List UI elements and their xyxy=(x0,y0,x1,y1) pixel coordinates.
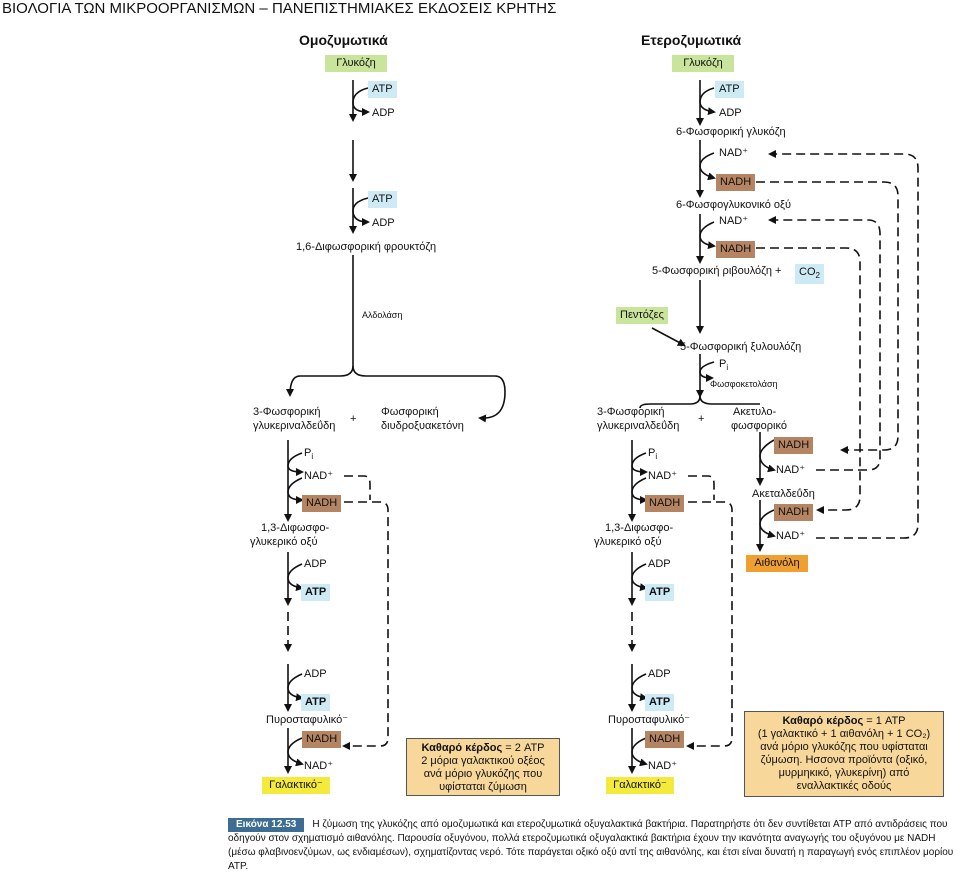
left-nad-1: NAD⁺ xyxy=(304,470,334,482)
right-atp-4: ATP xyxy=(645,694,675,711)
left-g3p-1: 3-Φωσφορική xyxy=(253,406,321,418)
right-pi-2: Pi xyxy=(648,447,658,462)
figure-label: Εικόνα 12.53 xyxy=(228,818,305,832)
homofermentative-title: Ομοζυμωτικά xyxy=(299,32,388,48)
left-dhap-1: Φωσφορική xyxy=(381,406,439,418)
right-co2: CO2 xyxy=(795,264,824,285)
left-fructose: 1,6-Διφωσφορική φρουκτόζη xyxy=(296,241,437,253)
right-nad-2: NAD⁺ xyxy=(719,215,749,227)
left-nadh-1: NADH xyxy=(302,495,342,512)
right-nad-5: NAD⁺ xyxy=(648,470,678,482)
caption-text: Η ζύμωση της γλυκόζης από ομοζυμωτικά κα… xyxy=(228,819,954,872)
left-lactate: Γαλακτικό⁻ xyxy=(262,777,330,794)
heterofermentative-title: Ετεροζυμωτικά xyxy=(641,32,742,48)
left-adp-3: ADP xyxy=(304,558,327,570)
right-nad-6: NAD⁺ xyxy=(648,760,678,772)
right-adp-1: ADP xyxy=(719,107,742,119)
right-xylulose: 5-Φωσφορική ξυλουλόζη xyxy=(680,341,802,353)
page-header: ΒΙΟΛΟΓΙΑ ΤΩΝ ΜΙΚΡΟΟΡΓΑΝΙΣΜΩΝ – ΠΑΝΕΠΙΣΤΗ… xyxy=(2,0,557,17)
right-nad-1: NAD⁺ xyxy=(719,147,749,159)
right-ribulose: 5-Φωσφορική ριβουλόζη + xyxy=(652,265,782,277)
right-adp-4: ADP xyxy=(648,668,671,680)
left-atp-2: ATP xyxy=(368,191,397,208)
aldolase-label: Αλδολάση xyxy=(362,310,403,320)
right-nadh-6: NADH xyxy=(645,731,685,748)
right-atp-3: ATP xyxy=(645,584,675,601)
right-acetaldehyde: Ακεταλδεΰδη xyxy=(752,488,815,500)
right-lactate: Γαλακτικό⁻ xyxy=(606,777,674,794)
right-nadh-5: NADH xyxy=(645,495,685,512)
right-nadh-2: NADH xyxy=(716,241,756,258)
right-g6p: 6-Φωσφορική γλυκόζη xyxy=(676,126,786,138)
left-glucose-box: Γλυκόζη xyxy=(325,55,387,72)
left-adp-2: ADP xyxy=(372,217,395,229)
right-g3p-1: 3-Φωσφορική xyxy=(597,406,665,418)
right-plus: + xyxy=(698,413,705,425)
right-nadh-1: NADH xyxy=(716,174,756,191)
phosphoketolase-label: Φωσφοκετολάση xyxy=(710,379,778,389)
right-pgluconate: 6-Φωσφογλυκονικό οξύ xyxy=(676,199,791,211)
right-atp-1: ATP xyxy=(715,81,744,98)
left-atp-3: ATP xyxy=(301,584,331,601)
right-pi: Pi xyxy=(719,358,729,373)
left-nadh-2: NADH xyxy=(302,731,342,748)
left-bpg-1: 1,3-Διφωσφο- xyxy=(261,522,330,534)
right-pentoses: Πεντόζες xyxy=(616,307,668,324)
right-nad-4: NAD⁺ xyxy=(776,530,806,542)
right-acetylp-1: Ακετυλο- xyxy=(733,406,777,418)
left-pi: Pi xyxy=(304,447,314,462)
left-adp-1: ADP xyxy=(372,107,395,119)
right-bpg-2: γλυκερικό οξύ xyxy=(594,536,662,548)
left-adp-4: ADP xyxy=(304,668,327,680)
left-plus: + xyxy=(350,413,357,425)
right-ethanol: Αιθανόλη xyxy=(746,555,808,572)
right-nadh-4: NADH xyxy=(774,504,814,521)
left-bpg-2: γλυκερικό οξύ xyxy=(250,536,318,548)
left-summary-box: Καθαρό κέρδος = 2 ATP 2 μόρια γαλακτικού… xyxy=(406,738,560,796)
right-pyruvate: Πυροσταφυλικό⁻ xyxy=(608,714,691,726)
left-g3p-2: γλυκεριναλδεΰδη xyxy=(253,420,336,432)
left-atp-1: ATP xyxy=(368,81,397,98)
right-bpg-1: 1,3-Διφωσφο- xyxy=(605,522,674,534)
right-nad-3: NAD⁺ xyxy=(776,464,806,476)
left-atp-4: ATP xyxy=(301,694,331,711)
left-pyruvate: Πυροσταφυλικό⁻ xyxy=(266,714,349,726)
right-acetylp-2: φωσφορικό xyxy=(731,420,787,432)
right-summary-box: Καθαρό κέρδος = 1 ATP (1 γαλακτικό + 1 α… xyxy=(744,711,944,797)
left-nad-2: NAD⁺ xyxy=(304,760,334,772)
right-g3p-2: γλυκεριναλδεΰδη xyxy=(597,420,680,432)
right-adp-3: ADP xyxy=(648,558,671,570)
right-nadh-3: NADH xyxy=(774,437,814,454)
left-dhap-2: διυδροξυακετόνη xyxy=(381,420,464,432)
right-glucose-box: Γλυκόζη xyxy=(672,55,734,72)
